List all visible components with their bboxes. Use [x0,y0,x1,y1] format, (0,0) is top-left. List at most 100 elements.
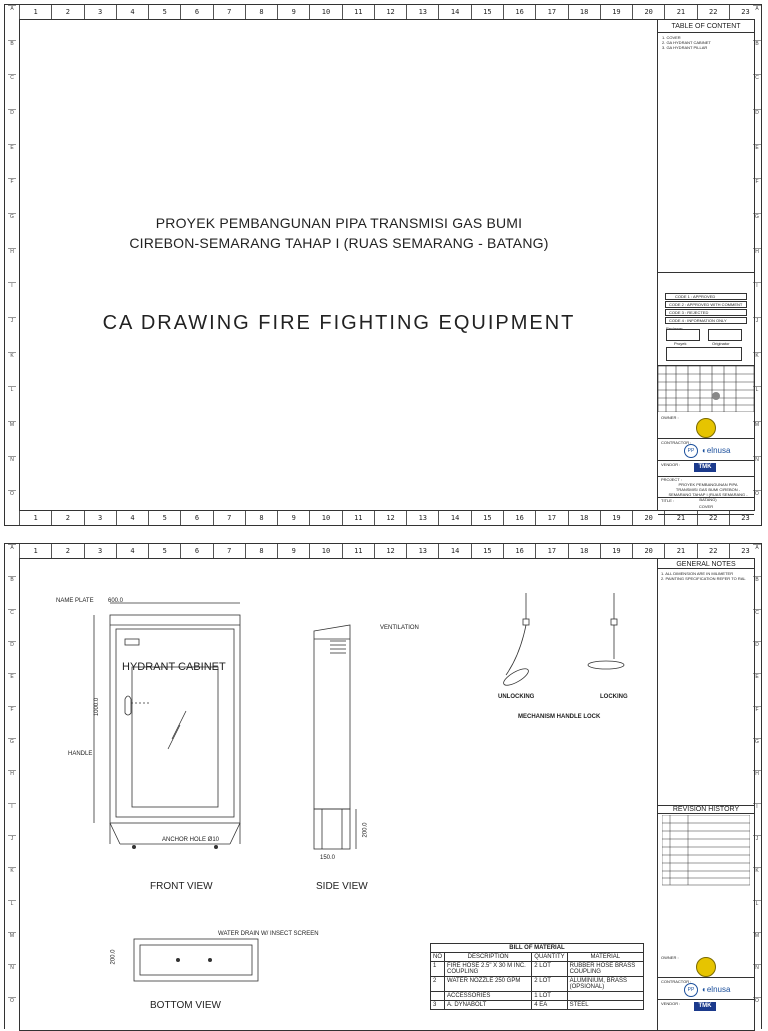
row-letter: I [753,282,761,317]
row-letter: B [753,576,761,608]
approval-stamp: CODE 1 : APPROVED CODE 2 : APPROVED WITH… [658,272,754,366]
row-letter: K [753,351,761,387]
ruler-number: 21 [664,5,696,19]
row-letter: A [753,5,761,40]
ruler-number: 23 [728,511,761,525]
row-letter: G [753,737,761,770]
ruler-number: 10 [309,5,341,19]
ruler-number: 5 [148,5,180,19]
bom-cell: 2 LOT [531,976,568,992]
ruler-number: 8 [244,5,277,19]
bom-cell: ALUMINIUM, BRASS (OPSIONAL) [566,976,645,992]
vendor-label: VENDOR : [661,1001,681,1006]
bom-cell: 1 [430,961,445,977]
ruler-number: 2 [51,511,83,525]
row-letter: C [8,74,16,109]
row-letter: F [753,705,761,738]
ruler-number: 19 [599,5,632,19]
ruler-number: 11 [341,5,374,19]
toc-item: 1. COVER [662,35,681,40]
row-letter: M [753,931,761,964]
unlocking-label: UNLOCKING [498,694,535,700]
ruler-number: 18 [567,544,600,558]
row-letter: B [8,576,16,608]
toc-list: 1. COVER 2. GA HYDRANT CABINET 3. GA HYD… [658,33,754,52]
revision-grid [658,366,754,412]
note-item: 1. ALL DIMENSION ARE IN MILIMETER [661,571,734,576]
toc-item: 3. GA HYDRANT PILLAR [662,45,708,50]
table-row: ACCESSORIES 1 LOT [430,991,645,1001]
row-letter: O [753,490,761,525]
ruler-number: 7 [212,511,245,525]
row-letter: O [8,490,16,525]
front-view-drawing [93,602,241,849]
ruler-number: 13 [406,544,438,558]
ruler-number: 17 [535,5,567,19]
ruler-number: 13 [406,511,438,525]
dim-bottom: 200.0 [110,949,117,965]
row-letter: C [753,608,761,641]
ruler-number: 22 [696,511,729,525]
row-letter: O [753,996,761,1029]
project-title-line2: CIREBON-SEMARANG TAHAP I (RUAS SEMARANG … [129,235,549,251]
row-letter: E [8,673,16,705]
stamp-reviewer: Reviewer [666,326,683,331]
row-letter: F [8,705,16,738]
title-label: TITLE : [661,498,675,503]
drawing-frame: 600.0 1000.0 HYDRANT CABINET NAME PLATE … [19,558,755,1031]
pp-logo-icon: PP [684,444,698,458]
row-letter: F [753,178,761,213]
row-letter: A [8,544,16,576]
ruler-number: 15 [470,5,503,19]
row-letter: N [8,455,16,491]
bom-cell [566,991,645,1001]
row-letter: N [8,964,16,996]
contractor-label: CONTRACTOR : [661,440,692,445]
row-letter: I [8,802,16,835]
dim-side: 150.0 [320,855,336,861]
ruler-number: 6 [180,511,212,525]
anchor-hole-callout: ANCHOR HOLE Ø10 [162,837,220,843]
ruler-number: 14 [438,5,470,19]
bom-cell: 2 LOT [531,961,568,977]
row-letter: D [753,640,761,673]
bom-cell: WATER NOZZLE 250 GPM [443,976,533,992]
row-letter: G [8,213,16,248]
ruler-number: 6 [180,5,212,19]
row-letter: G [753,213,761,248]
row-letter: J [753,317,761,352]
project-title-line1: PROYEK PEMBANGUNAN PIPA TRANSMISI GAS BU… [155,215,523,231]
bom-cell: STEEL [566,1000,645,1010]
side-view-drawing [313,624,357,850]
row-letter: M [8,931,16,964]
ruler-number: 19 [599,511,632,525]
ruler-number: 17 [535,544,567,558]
owner-seal-icon [696,957,716,977]
bom-cell: RUBBER HOSE BRASS COUPLING [566,961,645,977]
ruler-number: 17 [535,511,567,525]
bom-cell: ACCESSORIES [443,991,533,1001]
hydrant-cabinet-label: HYDRANT CABINET [122,661,226,673]
vendor-label: VENDOR : [661,462,681,467]
toc-heading: TABLE OF CONTENT [658,20,754,33]
row-letter: L [8,899,16,932]
row-letter: J [8,317,16,352]
ruler-number: 10 [309,511,341,525]
ruler-number: 16 [502,544,535,558]
row-letter: K [8,867,16,899]
ruler-number: 7 [212,5,245,19]
ruler-number: 10 [309,544,341,558]
mechanism-label: MECHANISM HANDLE LOCK [518,714,601,720]
drawing-title: CA DRAWING FIRE FIGHTING EQUIPMENT [102,312,576,334]
ruler-number: 20 [632,5,664,19]
ruler-number: 4 [115,511,148,525]
drawing-frame: PROYEK PEMBANGUNAN PIPA TRANSMISI GAS BU… [19,19,755,515]
bom-header: DESCRIPTION [443,952,533,962]
table-row: 2 WATER NOZZLE 250 GPM 2 LOT ALUMINIUM, … [430,976,645,992]
row-letter: H [8,770,16,802]
ruler-number: 14 [438,511,470,525]
ruler-number: 3 [83,5,116,19]
